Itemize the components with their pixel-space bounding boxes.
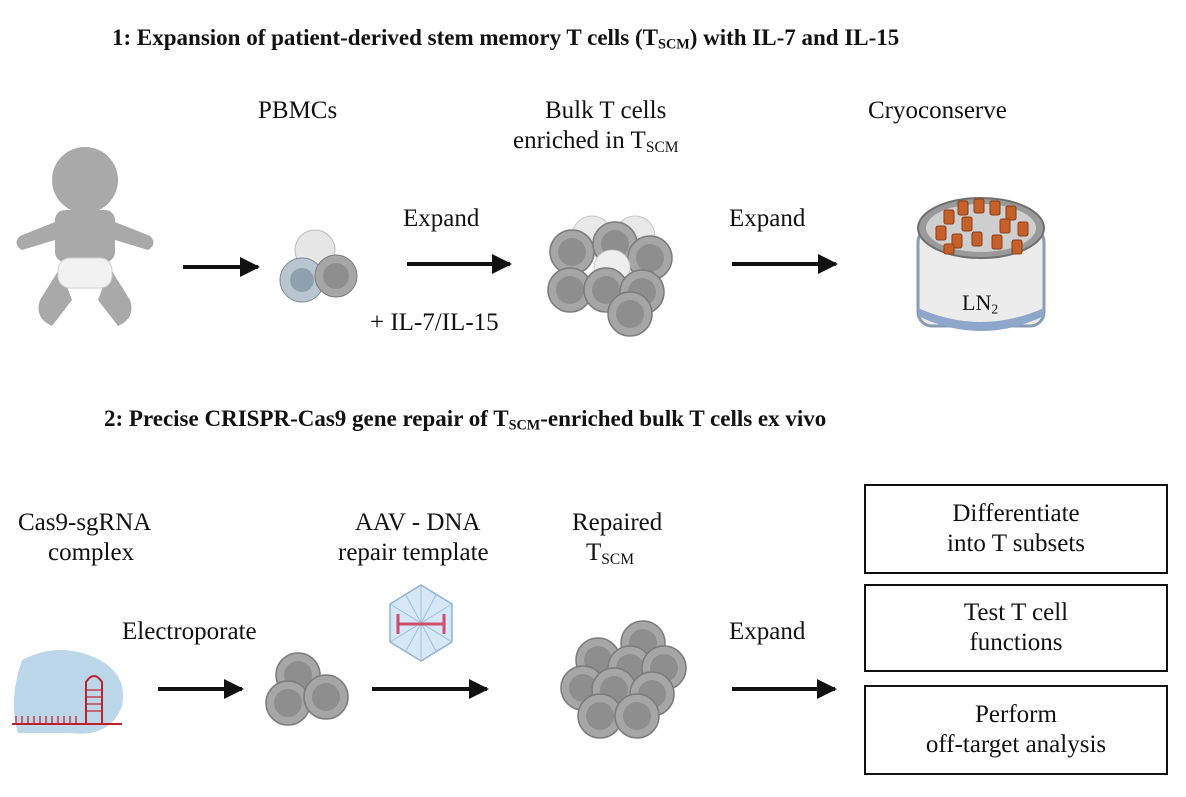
section2-title: 2: Precise CRISPR-Cas9 gene repair of TS…: [104, 406, 827, 434]
cryo-tank-icon: [916, 197, 1046, 331]
aav-capsid-icon: [389, 584, 453, 662]
outcome-box-test-functions: Test T cell functions: [864, 584, 1168, 672]
outcome-line1: Perform: [975, 701, 1057, 728]
expand-label-3: Expand: [729, 618, 806, 645]
pbmcs-cells: [279, 229, 358, 303]
pbmcs-label: PBMCs: [258, 97, 338, 124]
outcome-box-off-target: Perform off-target analysis: [864, 685, 1168, 775]
repaired-label-line2: TSCM: [586, 539, 635, 568]
cas9-label-line1: Cas9-sgRNA: [18, 509, 152, 536]
outcome-box-differentiate: Differentiate into T subsets: [864, 484, 1168, 574]
expand-label-2: Expand: [729, 205, 806, 232]
outcome-line2: off-target analysis: [925, 731, 1107, 758]
bulk-t-cells-label-line1: Bulk T cells: [545, 97, 667, 124]
bulk-t-cells-label-line2: enriched in TSCM: [513, 127, 679, 156]
outcome-line2: into T subsets: [947, 530, 1085, 557]
electroporated-cells: [265, 652, 349, 726]
repaired-tscm-cluster: [560, 620, 687, 739]
electroporate-label: Electroporate: [122, 618, 257, 645]
cas9-sgrna-icon: [12, 650, 124, 734]
repaired-label-line1: Repaired: [572, 509, 663, 536]
outcome-line2: functions: [969, 629, 1063, 656]
patient-icon: [16, 147, 154, 326]
outcome-line1: Test T cell: [963, 599, 1069, 626]
section1-title: 1: Expansion of patient-derived stem mem…: [112, 25, 900, 53]
aav-label-line2: repair template: [338, 539, 489, 566]
bulk-t-cells-cluster: [547, 215, 673, 337]
outcome-line1: Differentiate: [952, 500, 1080, 527]
cytokines-label: + IL-7/IL-15: [370, 309, 499, 336]
expand-label-1: Expand: [403, 205, 480, 232]
aav-label-line1: AAV - DNA: [355, 509, 481, 536]
ln2-label: LN2: [962, 290, 999, 317]
cas9-label-line2: complex: [48, 539, 135, 566]
cryoconserve-label: Cryoconserve: [868, 97, 1007, 124]
